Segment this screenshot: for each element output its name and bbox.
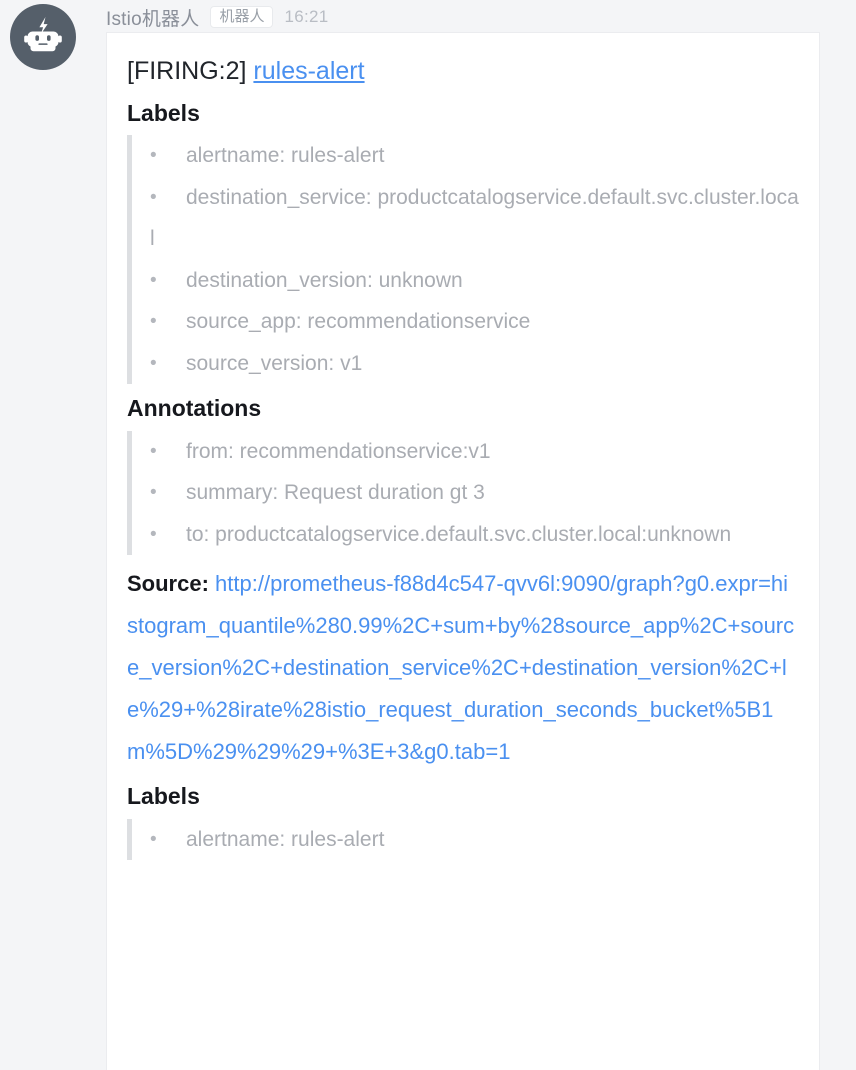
annotations-list: from: recommendationservice:v1 summary: … [132,431,799,556]
source-line: Source: http://prometheus-f88d4c547-qvv6… [127,563,799,772]
list-item-text: to: productcatalogservice.default.svc.cl… [186,522,732,546]
bullet-icon [150,483,186,502]
section-title-labels: Labels [127,99,200,126]
robot-avatar-icon[interactable] [10,4,76,70]
annotations-block: from: recommendationservice:v1 summary: … [127,430,799,556]
list-item: summary: Request duration gt 3 [150,472,799,514]
list-item: destination_version: unknown [150,260,799,302]
list-item-text: destination_version: unknown [186,268,463,292]
labels-list: alertname: rules-alert destination_servi… [132,135,799,384]
labels-block-2: alertname: rules-alert [127,818,799,861]
list-item-text: source_version: v1 [186,351,363,375]
source-url-link[interactable]: http://prometheus-f88d4c547-qvv6l:9090/g… [127,571,795,764]
list-item: source_version: v1 [150,343,799,385]
bullet-icon [150,146,186,165]
list-item-text: source_app: recommendationservice [186,310,531,334]
list-item-text: summary: Request duration gt 3 [186,481,485,505]
list-item: to: productcatalogservice.default.svc.cl… [150,514,799,556]
bullet-icon [150,830,186,849]
labels-list-2: alertname: rules-alert [132,819,799,861]
bullet-icon [150,354,186,373]
bullet-icon [150,188,186,207]
section-title-annotations: Annotations [127,395,262,422]
sender-name[interactable]: Istio机器人 [106,8,200,30]
list-item-text: from: recommendationservice:v1 [186,439,491,463]
list-item: alertname: rules-alert [150,819,799,861]
alert-name-link[interactable]: rules-alert [253,57,365,85]
bullet-icon [150,525,186,544]
list-item-text: destination_service: productcatalogservi… [150,185,799,251]
section-title-labels-2: Labels [127,783,200,810]
bullet-icon [150,271,186,290]
list-item-text: alertname: rules-alert [186,143,385,167]
labels-block: alertname: rules-alert destination_servi… [127,134,799,385]
list-item: from: recommendationservice:v1 [150,431,799,473]
message-timestamp: 16:21 [284,7,329,26]
alert-state: [FIRING:2] [127,57,247,85]
bot-badge: 机器人 [210,6,274,28]
source-label: Source: [127,571,209,597]
bullet-icon [150,312,186,331]
bullet-icon [150,442,186,461]
alert-title: [FIRING:2] rules-alert [127,55,799,89]
message-header: Istio机器人 机器人 16:21 [106,2,329,32]
list-item: source_app: recommendationservice [150,301,799,343]
list-item-text: alertname: rules-alert [186,827,385,851]
list-item: destination_service: productcatalogservi… [150,177,799,260]
alert-message-card: [FIRING:2] rules-alert Labels alertname:… [106,32,820,1070]
list-item: alertname: rules-alert [150,135,799,177]
